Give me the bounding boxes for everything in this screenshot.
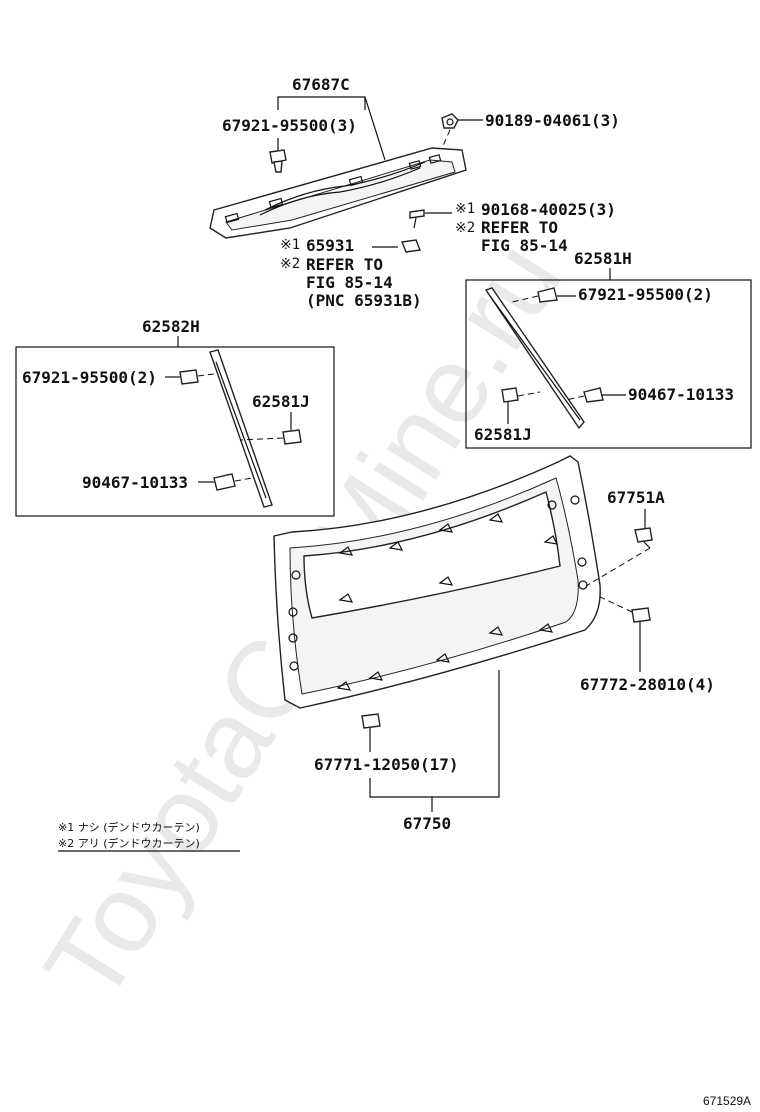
nut-90189-icon — [441, 113, 459, 129]
fig-85-14-b: FIG 85-14 — [306, 273, 393, 292]
label-90467-10133-right: 90467-10133 — [628, 385, 734, 404]
fig-85-14-a: FIG 85-14 — [481, 236, 568, 255]
box-62581h — [465, 279, 752, 449]
clip-67921-left-icon — [179, 369, 199, 385]
clip-67771-icon — [361, 713, 381, 736]
label-62581h: 62581H — [574, 249, 632, 268]
label-90467-10133-left: 90467-10133 — [82, 473, 188, 492]
label-67750: 67750 — [403, 814, 451, 833]
leader-67687c — [277, 96, 366, 110]
screw-90168-icon — [409, 209, 425, 229]
clip-67772-icon — [631, 607, 651, 632]
back-door-trim-67750 — [273, 455, 601, 709]
box-62582h — [15, 346, 335, 517]
label-62582h: 62582H — [142, 317, 200, 336]
clip-65931-icon — [401, 239, 421, 253]
label-67772-28010: 67772-28010(4) — [580, 675, 715, 694]
clip-90467-left-icon — [213, 473, 236, 491]
leader-67750 — [369, 670, 500, 798]
clip-62581j-left-icon — [282, 429, 302, 445]
pillar-trim-right — [484, 287, 585, 430]
clip-62581j-right-icon — [501, 387, 519, 410]
label-67921-95500-right: 67921-95500(2) — [578, 285, 713, 304]
note-1: ※1 ナシ (デンドウカーテン) — [58, 820, 200, 834]
label-67921-95500-left: 67921-95500(2) — [22, 368, 157, 387]
clip-67751a-icon — [634, 527, 653, 549]
mark-1-b: ※1 — [280, 237, 300, 253]
label-62581j-right: 62581J — [474, 425, 532, 444]
label-67751a: 67751A — [607, 488, 665, 507]
label-67687c: 67687C — [292, 75, 350, 94]
clip-90467-right-icon — [583, 387, 604, 403]
label-90189-04061: 90189-04061(3) — [485, 111, 620, 130]
clip-67921-top-icon — [269, 149, 287, 173]
label-67921-95500-top: 67921-95500(3) — [222, 116, 357, 135]
refer-to-1: REFER TO — [481, 218, 558, 237]
mark-1-a: ※1 — [455, 201, 475, 217]
label-65931: 65931 — [306, 236, 354, 255]
label-90168-40025: 90168-40025(3) — [481, 200, 616, 219]
upper-trim-panel-67687c — [209, 147, 467, 239]
clip-67921-right-icon — [537, 287, 558, 303]
pnc-65931b: (PNC 65931B) — [306, 291, 422, 310]
mark-2-a: ※2 — [455, 220, 475, 236]
note-2: ※2 アリ (デンドウカーテン) — [58, 836, 200, 850]
pillar-trim-left — [209, 349, 273, 508]
figure-number: 671529A — [703, 1094, 751, 1108]
refer-to-2: REFER TO — [306, 255, 383, 274]
mark-2-b: ※2 — [280, 256, 300, 272]
label-62581j-left: 62581J — [252, 392, 310, 411]
label-67771-12050: 67771-12050(17) — [314, 755, 459, 774]
